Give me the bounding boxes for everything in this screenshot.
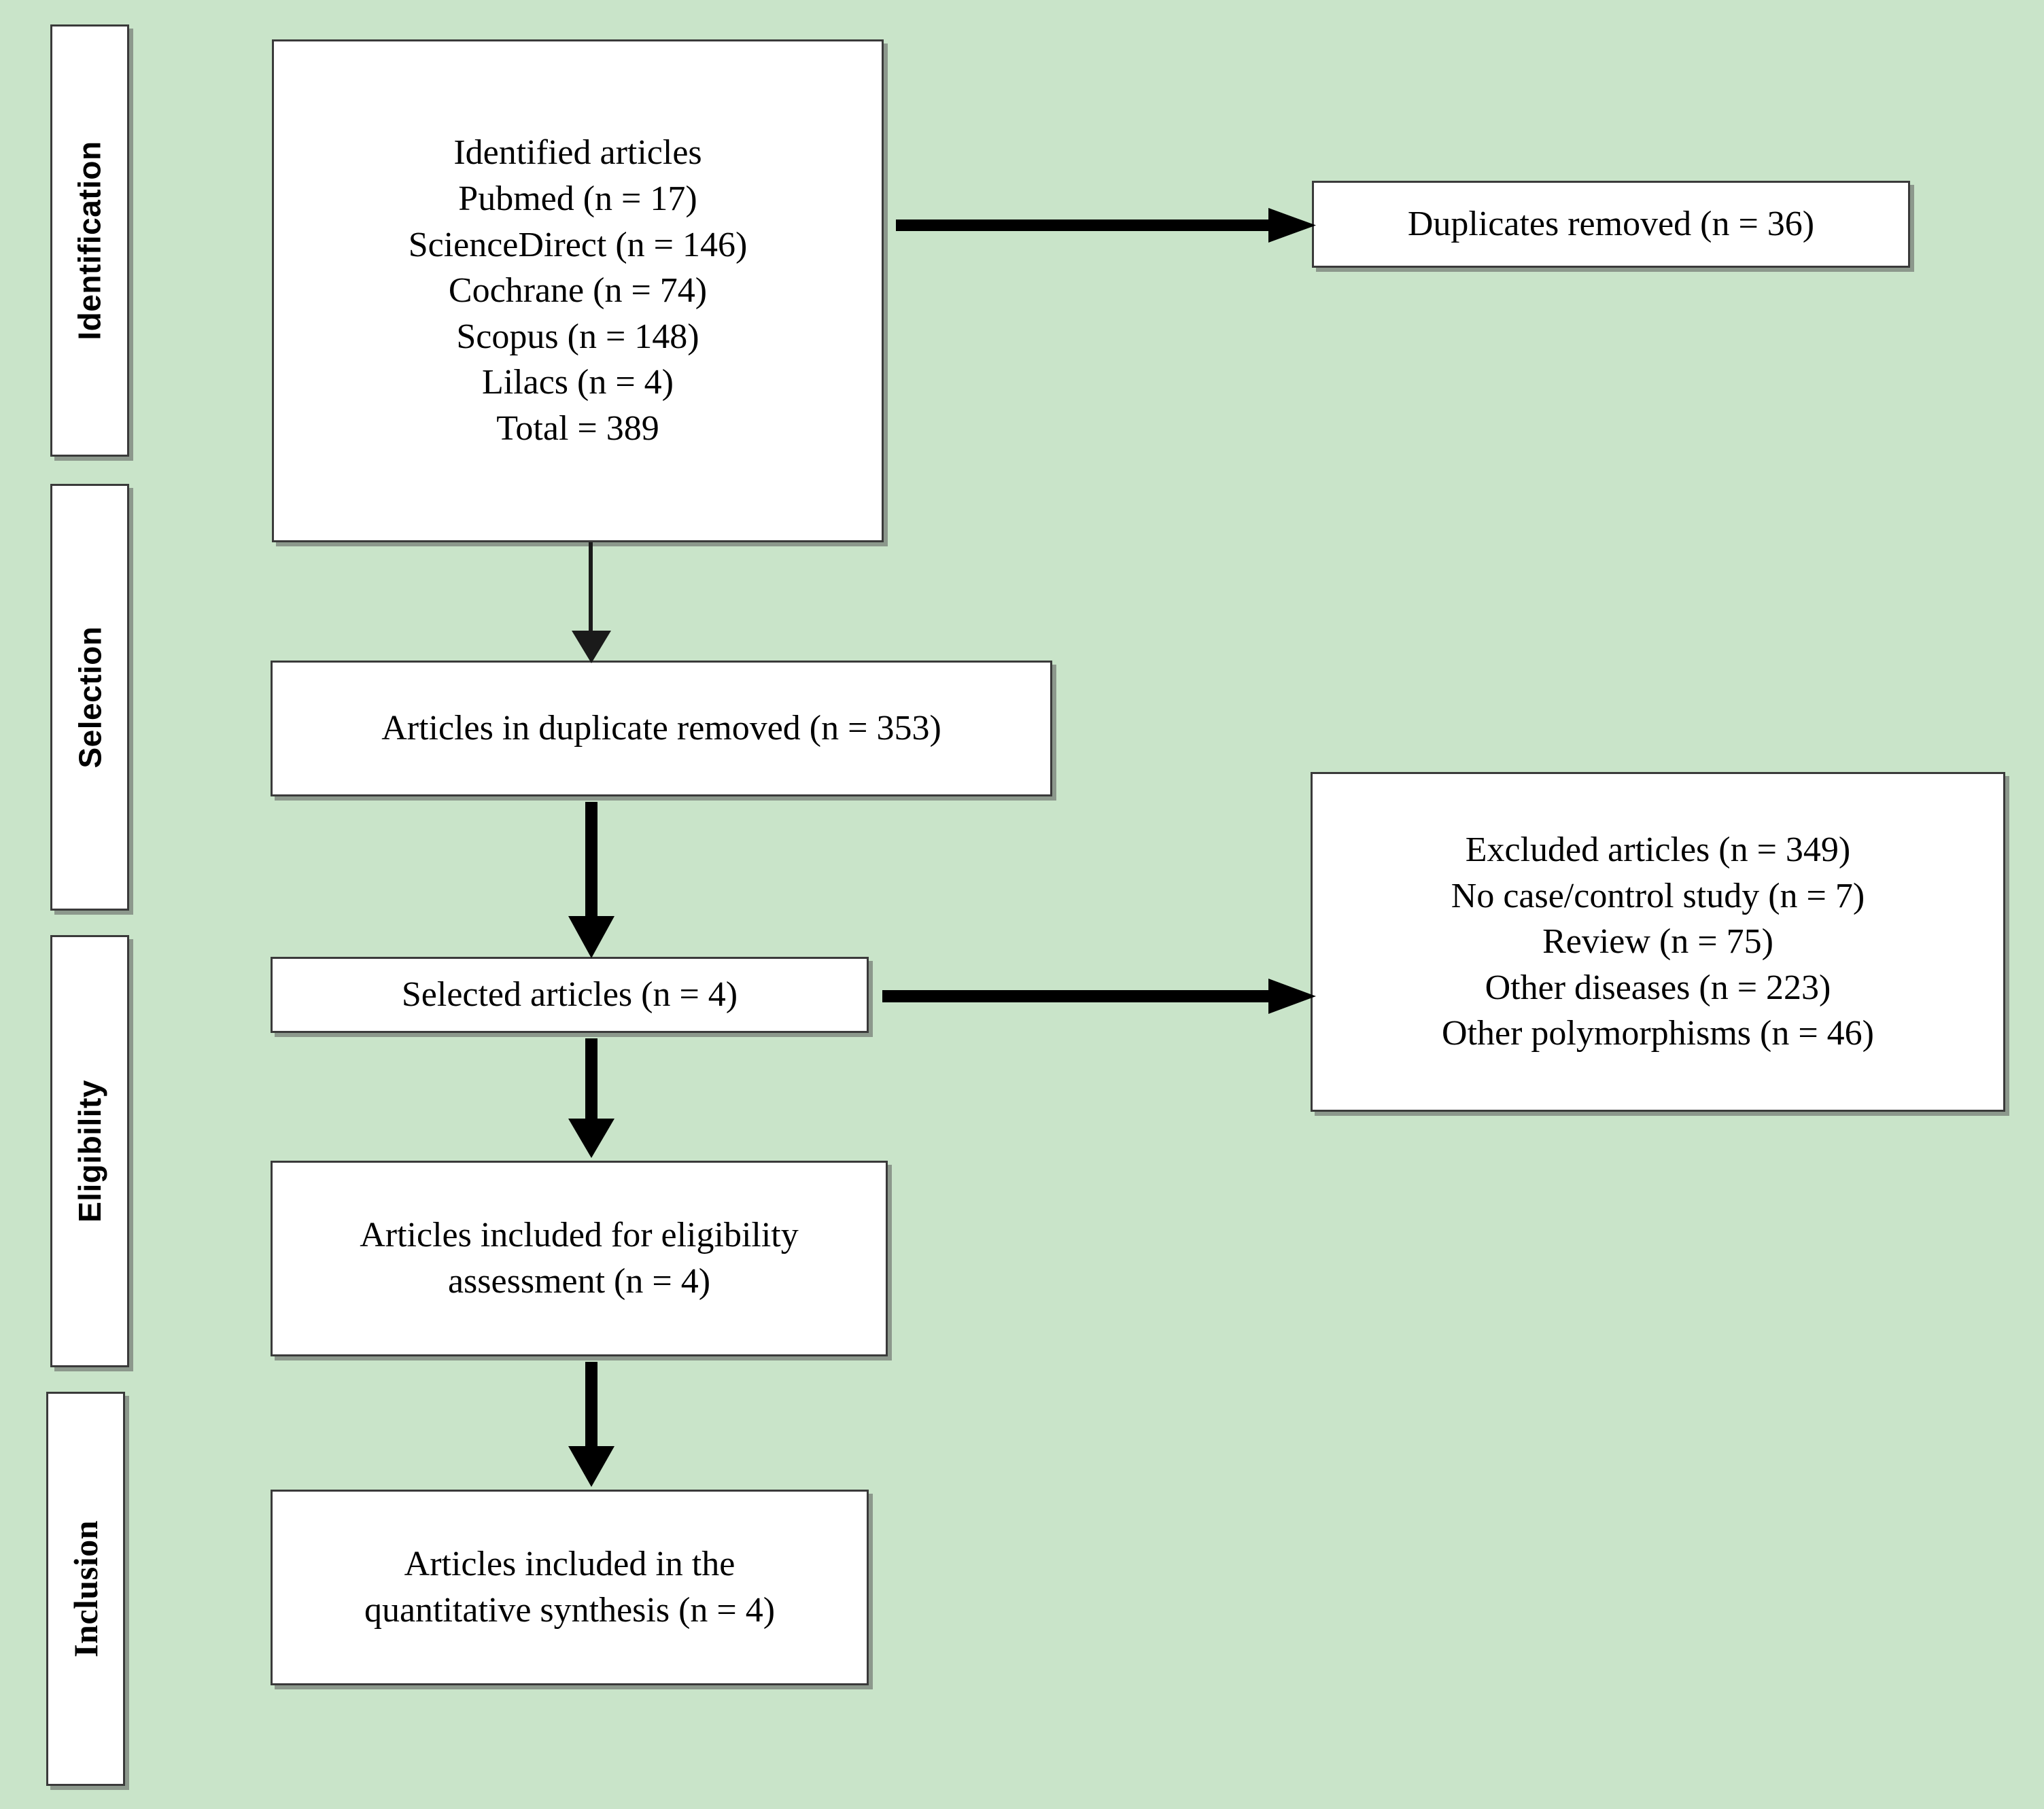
stage-label-selection: Selection — [72, 626, 108, 769]
excluded-articles-line: Other diseases (n = 223) — [1485, 968, 1831, 1007]
excluded-articles-line: Other polymorphisms (n = 46) — [1442, 1014, 1874, 1053]
duplicates-removed-text: Duplicates removed (n = 36) — [1314, 201, 1908, 247]
eligibility-assessment-text: Articles included for eligibility assess… — [273, 1212, 886, 1304]
excluded-articles-box: Excluded articles (n = 349) No case/cont… — [1311, 772, 2005, 1112]
arrow-selected-to-eligibility-icon — [557, 1038, 625, 1159]
identified-articles-text: Identified articles Pubmed (n = 17) Scie… — [274, 130, 882, 451]
arrow-selected-to-excluded-icon — [882, 969, 1317, 1023]
excluded-articles-line: No case/control study (n = 7) — [1451, 876, 1865, 915]
stage-box-identification: Identification — [50, 24, 129, 457]
excluded-articles-text: Excluded articles (n = 349) No case/cont… — [1313, 827, 2003, 1057]
quantitative-synthesis-box: Articles included in the quantitative sy… — [271, 1490, 869, 1685]
identified-line: Total = 389 — [496, 408, 659, 448]
arrow-identified-to-duplicate-removed-icon — [557, 542, 625, 665]
stage-label-identification: Identification — [72, 141, 108, 340]
arrow-identified-to-duplicates-icon — [896, 198, 1317, 253]
identified-articles-box: Identified articles Pubmed (n = 17) Scie… — [272, 39, 884, 542]
arrow-duplicate-removed-to-selected-icon — [557, 802, 625, 960]
articles-in-duplicate-removed-box: Articles in duplicate removed (n = 353) — [271, 661, 1052, 796]
eligibility-assessment-line: assessment (n = 4) — [447, 1262, 711, 1301]
identified-line: ScienceDirect (n = 146) — [408, 225, 748, 264]
quantitative-synthesis-line: Articles included in the — [404, 1545, 735, 1584]
stage-label-inclusion: Inclusion — [67, 1520, 105, 1657]
identified-line: Identified articles — [453, 133, 702, 173]
articles-in-duplicate-removed-line: Articles in duplicate removed (n = 353) — [381, 709, 941, 748]
selected-articles-text: Selected articles (n = 4) — [273, 972, 867, 1018]
arrow-eligibility-to-synthesis-icon — [557, 1362, 625, 1488]
duplicates-removed-line: Duplicates removed (n = 36) — [1407, 205, 1815, 244]
identified-line: Lilacs (n = 4) — [481, 363, 674, 402]
articles-in-duplicate-removed-text: Articles in duplicate removed (n = 353) — [273, 705, 1050, 752]
identified-line: Scopus (n = 148) — [456, 317, 699, 356]
eligibility-assessment-box: Articles included for eligibility assess… — [271, 1161, 888, 1356]
excluded-articles-line: Excluded articles (n = 349) — [1465, 830, 1851, 870]
stage-box-eligibility: Eligibility — [50, 935, 129, 1367]
eligibility-assessment-line: Articles included for eligibility — [360, 1216, 799, 1255]
identified-line: Pubmed (n = 17) — [458, 179, 697, 219]
identified-line: Cochrane (n = 74) — [448, 271, 708, 311]
excluded-articles-line: Review (n = 75) — [1542, 922, 1773, 962]
stage-box-inclusion: Inclusion — [46, 1392, 125, 1786]
duplicates-removed-box: Duplicates removed (n = 36) — [1312, 181, 1910, 268]
selected-articles-line: Selected articles (n = 4) — [401, 975, 738, 1015]
quantitative-synthesis-line: quantitative synthesis (n = 4) — [364, 1591, 776, 1630]
stage-box-selection: Selection — [50, 484, 129, 911]
selected-articles-box: Selected articles (n = 4) — [271, 957, 869, 1033]
quantitative-synthesis-text: Articles included in the quantitative sy… — [273, 1541, 867, 1633]
stage-label-eligibility: Eligibility — [72, 1080, 107, 1223]
